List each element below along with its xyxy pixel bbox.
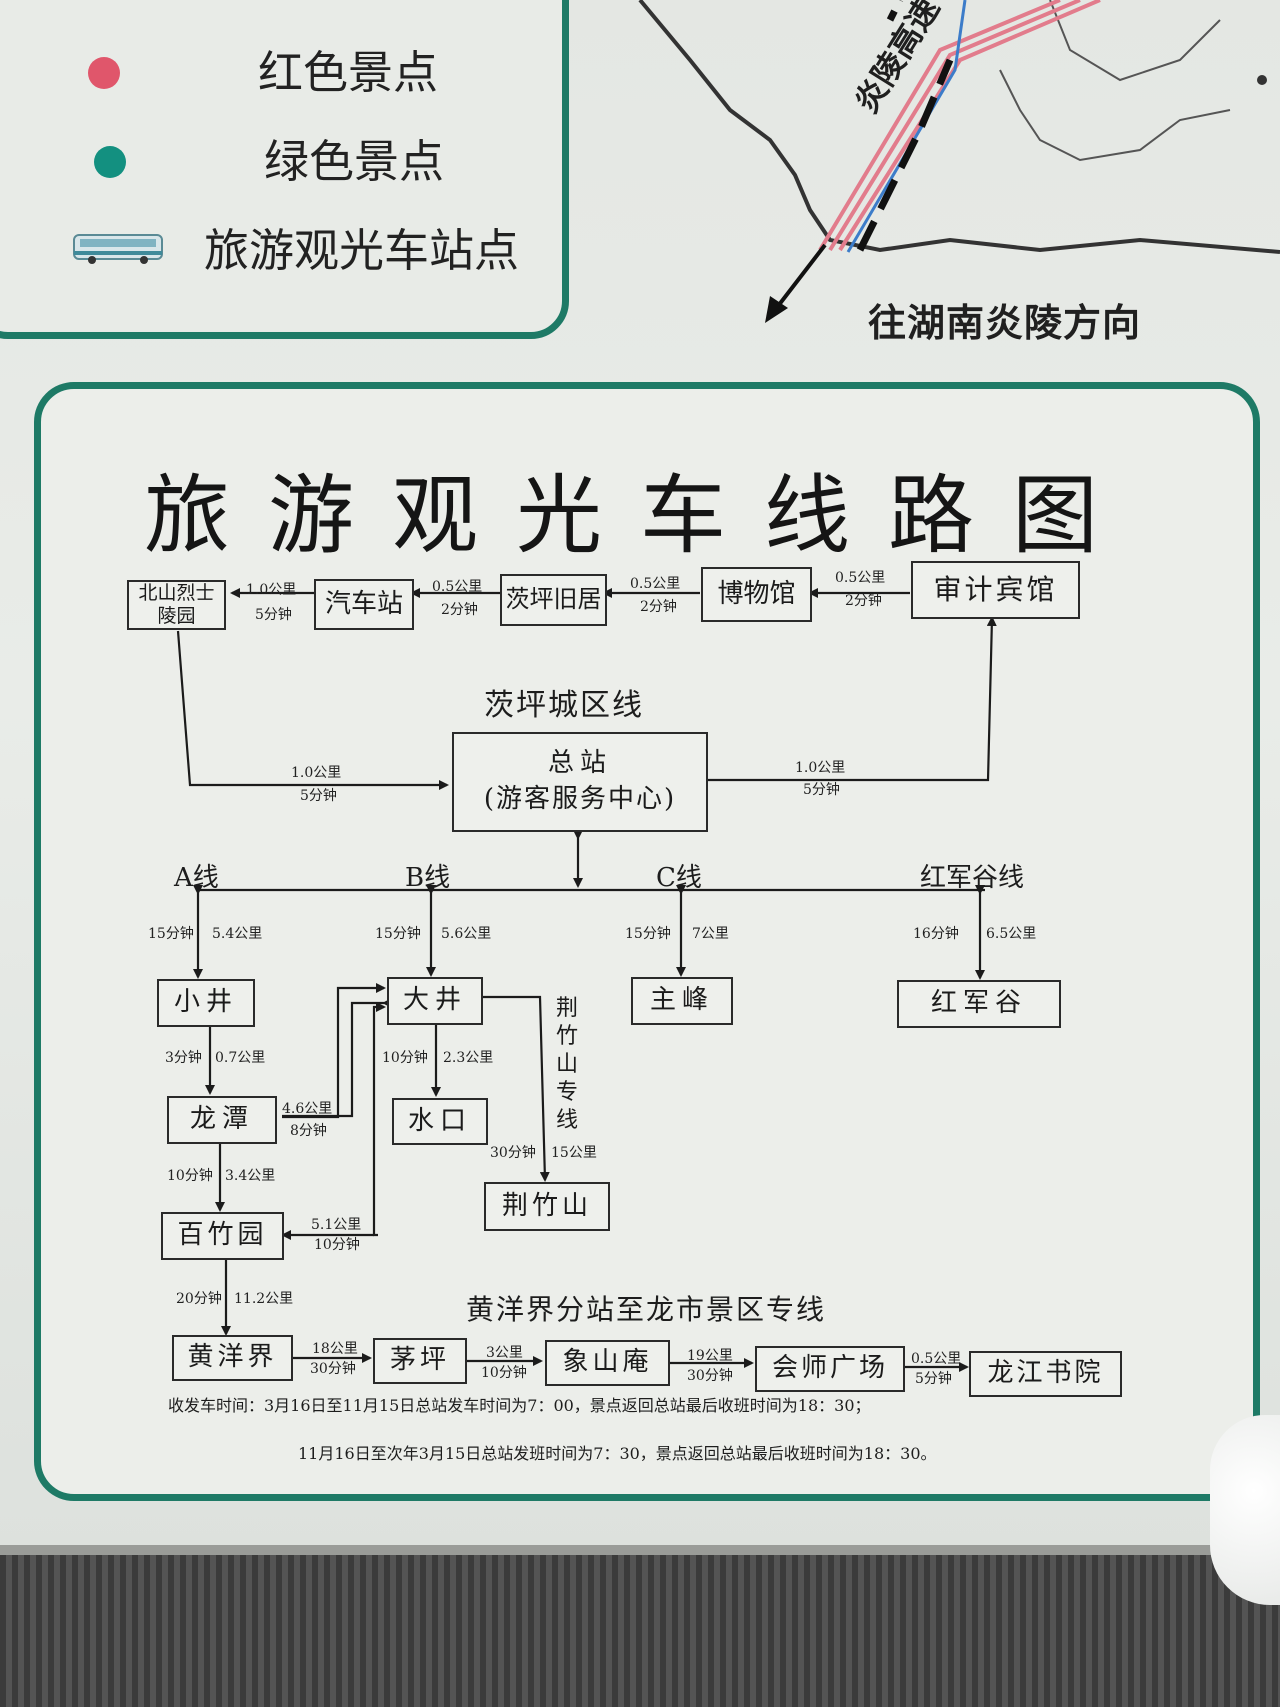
seg-label-dist: 1.0公里 xyxy=(246,582,297,598)
station-longtan: 龙潭 xyxy=(167,1096,277,1144)
line-c-dist: 7公里 xyxy=(692,926,729,942)
station-dajing: 大井 xyxy=(387,977,483,1025)
seg-bd-dist: 5.1公里 xyxy=(311,1217,362,1233)
line-b-name: B线 xyxy=(405,863,451,893)
station-hongjungu: 红军谷 xyxy=(897,980,1061,1028)
seg-bd-time: 10分钟 xyxy=(314,1237,360,1253)
seg-lb-time: 10分钟 xyxy=(167,1168,213,1184)
city-line-name: 茨坪城区线 xyxy=(484,688,644,723)
map-fragment xyxy=(638,0,1280,323)
schedule-line-1: 收发车时间：3月16日至11月15日总站发车时间为7：00，景点返回总站最后收班… xyxy=(168,1396,871,1415)
line-hong-dist: 6.5公里 xyxy=(986,926,1037,942)
ls-seg-time: 5分钟 xyxy=(915,1371,952,1387)
seg-bh-time: 20分钟 xyxy=(176,1291,222,1307)
ls-seg-dist: 0.5公里 xyxy=(911,1351,962,1367)
seg-xl-time: 3分钟 xyxy=(165,1050,202,1066)
station-bowuguan: 博物馆 xyxy=(701,567,812,622)
line-a-dist: 5.4公里 xyxy=(212,926,263,942)
station-shenji-binguan: 审计宾馆 xyxy=(911,561,1080,619)
seg-bh-dist: 11.2公里 xyxy=(234,1291,294,1307)
hub-left-time: 5分钟 xyxy=(300,788,337,804)
seg-label-dist: 0.5公里 xyxy=(835,570,886,586)
station-xiangshanan: 象山庵 xyxy=(545,1340,670,1386)
seg-ld-time: 8分钟 xyxy=(290,1123,327,1139)
seg-dj-time: 30分钟 xyxy=(490,1145,536,1161)
ls-seg-time: 10分钟 xyxy=(481,1365,527,1381)
seg-lb-dist: 3.4公里 xyxy=(225,1168,276,1184)
ls-seg-time: 30分钟 xyxy=(687,1368,733,1384)
station-longjiang-shuyuan: 龙江书院 xyxy=(969,1351,1122,1397)
seg-label-time: 2分钟 xyxy=(640,599,677,615)
floor-mat xyxy=(0,1555,1280,1707)
direction-label: 往湖南炎陵方向 xyxy=(868,301,1142,345)
line-c-time: 15分钟 xyxy=(625,926,671,942)
line-hong-time: 16分钟 xyxy=(913,926,959,942)
bus-icon xyxy=(73,234,163,264)
hub-right-dist: 1.0公里 xyxy=(795,760,846,776)
station-maoping: 茅坪 xyxy=(373,1338,467,1384)
ls-seg-dist: 18公里 xyxy=(312,1341,358,1357)
ls-seg-time: 30分钟 xyxy=(310,1361,356,1377)
hub-right-time: 5分钟 xyxy=(803,782,840,798)
station-huishi-guangchang: 会师广场 xyxy=(755,1346,905,1392)
hub-station: 总站 (游客服务中心) xyxy=(452,732,708,832)
line-hongjungu-name: 红军谷线 xyxy=(920,863,1025,893)
seg-xl-dist: 0.7公里 xyxy=(215,1050,266,1066)
station-huangyangjie: 黄洋界 xyxy=(172,1335,293,1381)
seg-dj-dist: 15公里 xyxy=(551,1145,597,1161)
legend-bus-label: 旅游观光车站点 xyxy=(204,224,520,277)
glove xyxy=(1210,1415,1280,1605)
station-jingzhushan: 荆竹山 xyxy=(484,1182,610,1231)
line-b-time: 15分钟 xyxy=(375,926,421,942)
seg-label-dist: 0.5公里 xyxy=(630,576,681,592)
legend-panel xyxy=(0,0,569,339)
jingzhu-line-name: 荆竹山专线 xyxy=(555,996,578,1133)
line-a-time: 15分钟 xyxy=(148,926,194,942)
station-xiaojing: 小井 xyxy=(157,979,255,1027)
hub-subtitle: (游客服务中心) xyxy=(483,784,677,814)
seg-ld-dist: 4.6公里 xyxy=(282,1101,333,1117)
station-beishan: 北山烈士陵园 xyxy=(127,580,226,630)
line-c-name: C线 xyxy=(656,863,702,893)
ls-seg-dist: 3公里 xyxy=(486,1345,523,1361)
page-title: 旅游观光车线路图 xyxy=(144,466,1136,566)
seg-label-dist: 0.5公里 xyxy=(432,579,483,595)
legend-green-label: 绿色景点 xyxy=(264,135,445,188)
station-zhufeng: 主峰 xyxy=(631,977,733,1025)
line-a-name: A线 xyxy=(174,863,219,893)
hub-left-dist: 1.0公里 xyxy=(291,765,342,781)
seg-ds-dist: 2.3公里 xyxy=(443,1050,494,1066)
seg-ds-time: 10分钟 xyxy=(382,1050,428,1066)
line-b-dist: 5.6公里 xyxy=(441,926,492,942)
red-dot-icon xyxy=(88,57,120,89)
seg-label-time: 5分钟 xyxy=(255,607,292,623)
legend-red-label: 红色景点 xyxy=(258,46,439,99)
longshi-line-name: 黄洋界分站至龙市景区专线 xyxy=(466,1293,827,1326)
hub-title: 总站 xyxy=(547,748,612,779)
seg-label-time: 2分钟 xyxy=(441,602,478,618)
seg-label-time: 2分钟 xyxy=(845,593,882,609)
station-qichezhan: 汽车站 xyxy=(314,579,414,630)
green-dot-icon xyxy=(94,146,126,178)
station-baizhuyuan: 百竹园 xyxy=(161,1212,284,1260)
ls-seg-dist: 19公里 xyxy=(687,1348,733,1364)
station-shuikou: 水口 xyxy=(392,1098,488,1145)
schedule-line-2: 11月16日至次年3月15日总站发班时间为7：30，景点返回总站最后收班时间为1… xyxy=(298,1444,937,1463)
station-ciping-jiuju: 茨坪旧居 xyxy=(500,574,607,626)
